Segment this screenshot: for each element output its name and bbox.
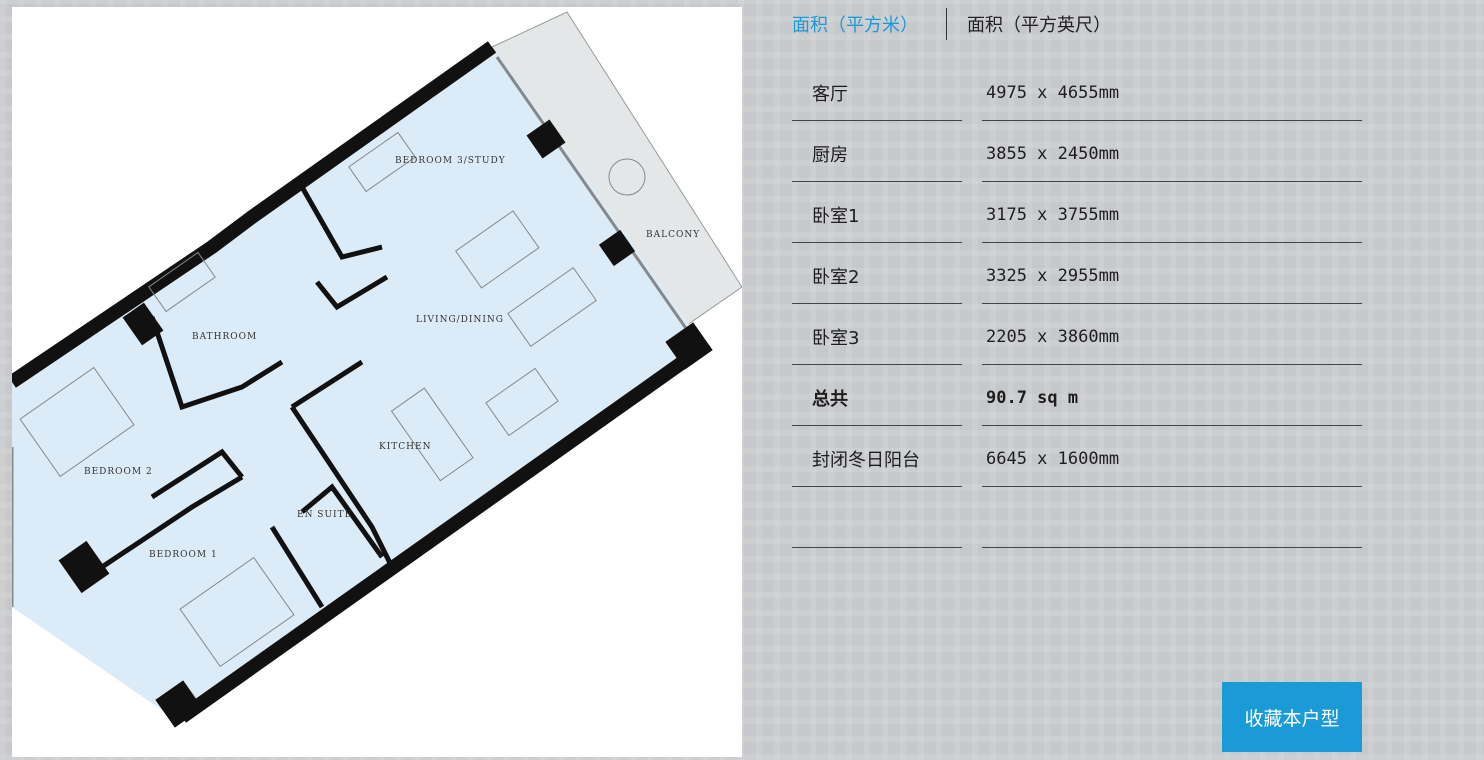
room-label-kitchen: KITCHEN [379,442,431,452]
furniture [19,131,646,668]
floor-area [12,52,702,717]
table-row: 卧室3 2205 x 3860mm [792,310,1362,371]
room-dimension: 2205 x 3860mm [982,310,1362,365]
pillar [526,119,566,159]
room-dimensions-table: 客厅 4975 x 4655mm 厨房 3855 x 2450mm 卧室1 31… [792,66,1362,554]
room-label-balcony: BALCONY [646,230,700,240]
pillar [58,540,110,594]
room-dimension: 3855 x 2450mm [982,127,1362,182]
table-row: 封闭冬日阳台 6645 x 1600mm [792,432,1362,493]
room-name: 封闭冬日阳台 [792,432,962,487]
total-area: 90.7 sq m [982,371,1362,426]
room-dimension: 4975 x 4655mm [982,66,1362,121]
pillar [598,229,636,267]
room-dimension: 6645 x 1600mm [982,432,1362,487]
tab-divider [946,8,947,40]
room-label-ensuite: EN SUITE [297,510,352,520]
room-name: 卧室2 [792,249,962,304]
floor-plan-panel: BEDROOM 3/STUDY BALCONY BATHROOM LIVING/… [12,7,742,757]
pillar [155,680,203,728]
room-label-bedroom3: BEDROOM 3/STUDY [395,156,506,166]
favorite-unit-button[interactable]: 收藏本户型 [1222,682,1362,752]
exterior-wall-lower [177,339,712,723]
room-name: 卧室3 [792,310,962,365]
exterior-wall [12,41,497,388]
table-row-empty [792,493,1362,554]
room-label-bedroom2: BEDROOM 2 [84,467,153,477]
table-row: 卧室2 3325 x 2955mm [792,249,1362,310]
table-row-total: 总共 90.7 sq m [792,371,1362,432]
room-label-bedroom1: BEDROOM 1 [149,550,218,560]
total-label: 总共 [792,371,962,426]
room-dimension [982,493,1362,548]
room-dimension: 3175 x 3755mm [982,188,1362,243]
table-row: 卧室1 3175 x 3755mm [792,188,1362,249]
room-label-living: LIVING/DINING [416,315,504,325]
window-right [495,56,694,338]
room-dimension: 3325 x 2955mm [982,249,1362,304]
room-name [792,493,962,548]
unit-tabs: 面积（平方米） 面积（平方英尺） [792,8,1139,40]
room-name: 客厅 [792,66,962,121]
tab-square-meters[interactable]: 面积（平方米） [792,15,918,36]
room-name: 卧室1 [792,188,962,243]
pillar [122,302,164,346]
pillar [665,322,713,370]
interior-walls [100,185,395,609]
tab-square-feet[interactable]: 面积（平方英尺） [967,15,1111,36]
table-row: 客厅 4975 x 4655mm [792,66,1362,127]
room-name: 厨房 [792,127,962,182]
table-row: 厨房 3855 x 2450mm [792,127,1362,188]
floor-plan-image: BEDROOM 3/STUDY BALCONY BATHROOM LIVING/… [12,11,742,728]
room-label-bathroom: BATHROOM [192,332,257,342]
